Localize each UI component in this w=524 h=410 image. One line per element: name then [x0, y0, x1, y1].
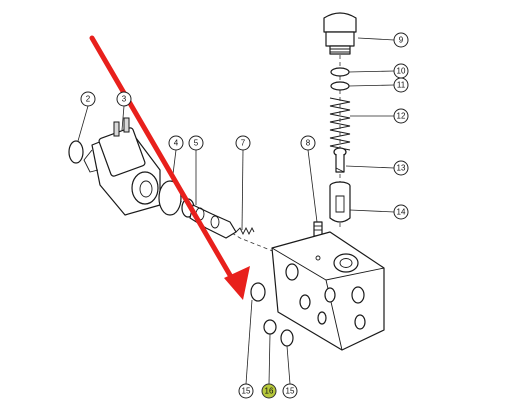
callout-11-label: 11: [397, 81, 406, 90]
callout-3[interactable]: 3: [116, 91, 132, 107]
callout-8[interactable]: 8: [300, 135, 316, 151]
callout-13-label: 13: [397, 164, 406, 173]
part-12-spring[interactable]: [329, 97, 351, 151]
callout-2[interactable]: 2: [80, 91, 96, 107]
callout-15-right[interactable]: 15: [282, 383, 298, 399]
leader-lines: [77, 37, 395, 385]
part-2-oring[interactable]: [68, 140, 84, 164]
callout-7[interactable]: 7: [235, 135, 251, 151]
callout-12-label: 12: [397, 112, 406, 121]
part-11-washer[interactable]: [330, 81, 350, 91]
callout-5[interactable]: 5: [188, 135, 204, 151]
part-15-oring-right[interactable]: [280, 329, 294, 347]
callout-2-label: 2: [86, 95, 91, 104]
valve-block[interactable]: [271, 231, 385, 351]
callout-16-label: 16: [265, 387, 274, 396]
callout-16[interactable]: 16: [261, 383, 277, 399]
callout-7-label: 7: [241, 139, 246, 148]
red-arrow: [89, 35, 250, 300]
part-7-spring[interactable]: [235, 226, 255, 236]
callout-15-right-label: 15: [286, 387, 295, 396]
part-15-oring-left[interactable]: [250, 282, 266, 302]
callout-14-label: 14: [397, 208, 406, 217]
callout-13[interactable]: 13: [393, 160, 409, 176]
part-13-pin[interactable]: [333, 147, 347, 173]
callout-15-left[interactable]: 15: [238, 383, 254, 399]
part-9-cap[interactable]: [323, 12, 357, 55]
callout-10[interactable]: 10: [393, 63, 409, 79]
callout-10-label: 10: [397, 67, 406, 76]
callout-9[interactable]: 9: [393, 32, 409, 48]
callout-4-label: 4: [174, 139, 179, 148]
part-16-oring[interactable]: [263, 319, 277, 335]
part-14-piston[interactable]: [329, 181, 351, 223]
callout-4[interactable]: 4: [168, 135, 184, 151]
callout-12[interactable]: 12: [393, 108, 409, 124]
callout-9-label: 9: [399, 36, 404, 45]
part-3-solenoid-coil[interactable]: [83, 117, 161, 216]
callout-3-label: 3: [122, 95, 127, 104]
part-8-plug[interactable]: [313, 221, 323, 237]
callout-14[interactable]: 14: [393, 204, 409, 220]
callout-11[interactable]: 11: [393, 77, 409, 93]
callout-8-label: 8: [306, 139, 311, 148]
part-10-washer[interactable]: [330, 67, 350, 77]
callout-15-left-label: 15: [242, 387, 251, 396]
callout-5-label: 5: [194, 139, 199, 148]
part-4-oring[interactable]: [158, 180, 182, 216]
